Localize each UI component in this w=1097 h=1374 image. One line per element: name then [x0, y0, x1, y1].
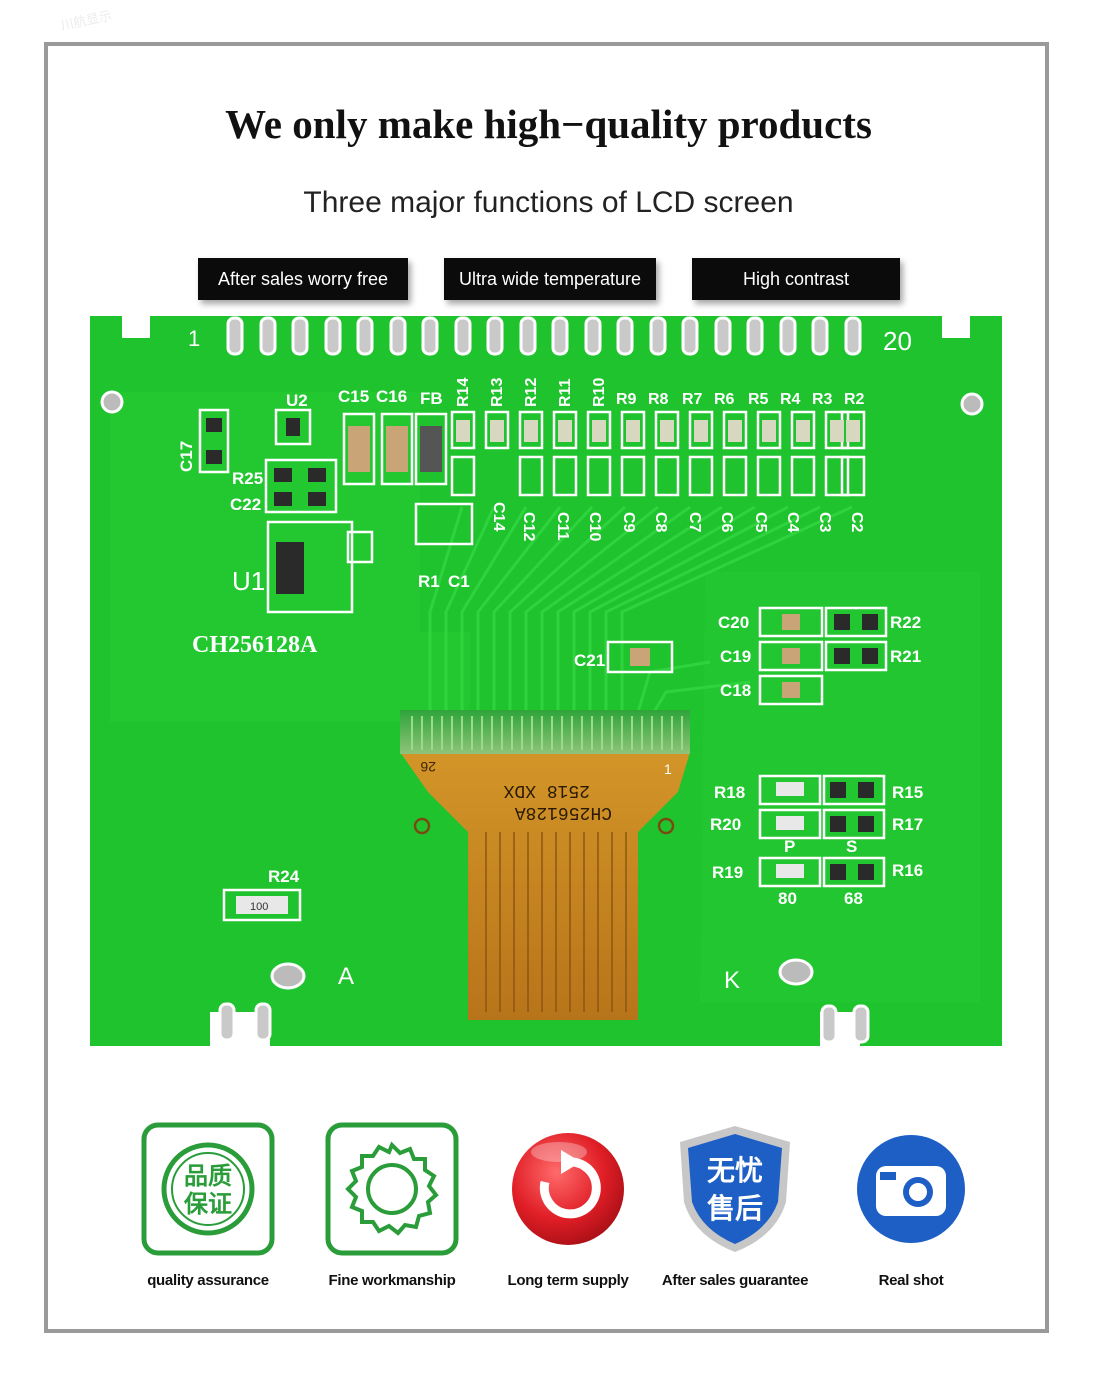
feature-quality-assurance: 品质 保证 quality assurance: [133, 1122, 283, 1289]
shield-text-bottom: 售后: [707, 1192, 763, 1225]
fpc-text-date: 2518 XDX: [503, 780, 590, 800]
label-u1: U1: [232, 566, 265, 596]
label-c18: C18: [720, 681, 751, 700]
shield-text-top: 无忧: [707, 1154, 763, 1187]
quality-seal-icon: 品质 保证: [141, 1122, 275, 1256]
shield-icon: 无忧 售后: [668, 1122, 802, 1256]
pin-20-label: 20: [883, 326, 912, 356]
label-c1: C1: [448, 572, 470, 591]
label-c19: C19: [720, 647, 751, 666]
fpc-pin-1: 1: [664, 761, 672, 777]
label-cathode: K: [724, 967, 740, 994]
feature-label: quality assurance: [147, 1272, 269, 1289]
gear-icon: [325, 1122, 459, 1256]
label-r15: R15: [892, 783, 923, 802]
lcd-pcb-photo: 1 20 R14 R13 R12 R11 R10 R9 R8 R7: [90, 312, 1002, 1050]
label-c21: C21: [574, 651, 605, 670]
label-c2: C2: [848, 512, 865, 533]
label-c5: C5: [752, 512, 769, 533]
label-r2: R2: [844, 391, 865, 408]
label-r9: R9: [616, 391, 637, 408]
label-c3: C3: [816, 512, 833, 533]
watermark: 川航显示: [59, 7, 114, 34]
pin-1-label: 1: [188, 326, 200, 351]
pcb-illustration: 1 20 R14 R13 R12 R11 R10 R9 R8 R7: [90, 316, 1002, 1046]
tag-wide-temperature: Ultra wide temperature: [444, 258, 656, 300]
label-r24-value: 100: [250, 901, 268, 913]
fpc-text-model: CH256128A: [515, 802, 612, 822]
label-r20: R20: [710, 815, 741, 834]
label-r1: R1: [418, 572, 440, 591]
label-r8: R8: [648, 391, 669, 408]
label-r11: R11: [557, 378, 574, 407]
camera-icon: [844, 1122, 978, 1256]
label-r25: R25: [232, 469, 263, 488]
label-c11: C11: [554, 512, 571, 541]
feature-label: After sales guarantee: [661, 1272, 809, 1289]
label-r18: R18: [714, 783, 745, 802]
label-model: CH256128A: [192, 632, 318, 658]
label-r10: R10: [591, 378, 608, 407]
label-r21: R21: [890, 647, 921, 666]
label-c14: C14: [490, 502, 507, 531]
page-title: We only make high−quality products: [225, 101, 872, 147]
label-r4: R4: [780, 391, 801, 408]
feature-label: Fine workmanship: [328, 1272, 456, 1289]
label-r22: R22: [890, 613, 921, 632]
label-80: 80: [778, 889, 797, 908]
label-c10: C10: [586, 512, 603, 541]
label-c9: C9: [620, 512, 637, 533]
label-anode: A: [338, 963, 354, 990]
label-r14: R14: [455, 378, 472, 407]
label-c17: C17: [177, 441, 196, 472]
feature-label: Long term supply: [507, 1272, 629, 1289]
label-c6: C6: [718, 512, 735, 533]
label-r19: R19: [712, 863, 743, 882]
tag-after-sales: After sales worry free: [198, 258, 408, 300]
label-u2: U2: [286, 391, 308, 410]
label-c15: C15: [338, 387, 369, 406]
feature-label: Real shot: [878, 1272, 944, 1289]
label-c22: C22: [230, 495, 261, 514]
feature-real-shot: Real shot: [836, 1122, 986, 1289]
label-68: 68: [844, 889, 863, 908]
label-fb: FB: [420, 389, 443, 408]
label-c12: C12: [520, 512, 537, 541]
seal-text-bottom: 保证: [183, 1190, 232, 1218]
label-c20: C20: [718, 613, 749, 632]
label-c4: C4: [784, 512, 801, 533]
feature-long-term-supply: Long term supply: [493, 1122, 643, 1289]
seal-text-top: 品质: [184, 1162, 232, 1190]
page-subtitle: Three major functions of LCD screen: [303, 186, 794, 219]
label-r13: R13: [489, 378, 506, 407]
label-p: P: [784, 837, 795, 856]
label-c7: C7: [686, 512, 703, 533]
label-r6: R6: [714, 391, 735, 408]
label-r16: R16: [892, 861, 923, 880]
tag-high-contrast: High contrast: [692, 258, 900, 300]
refresh-circle-icon: [501, 1122, 635, 1256]
label-s: S: [846, 837, 857, 856]
label-r17: R17: [892, 815, 923, 834]
label-c16: C16: [376, 387, 407, 406]
label-r7: R7: [682, 391, 703, 408]
label-r24: R24: [268, 867, 300, 886]
label-r12: R12: [523, 378, 540, 407]
feature-fine-workmanship: Fine workmanship: [317, 1122, 467, 1289]
label-c8: C8: [652, 512, 669, 533]
label-r5: R5: [748, 391, 769, 408]
feature-after-sales-guarantee: 无忧 售后 After sales guarantee: [660, 1122, 810, 1289]
label-r3: R3: [812, 391, 833, 408]
fpc-pin-26: 26: [420, 759, 436, 775]
